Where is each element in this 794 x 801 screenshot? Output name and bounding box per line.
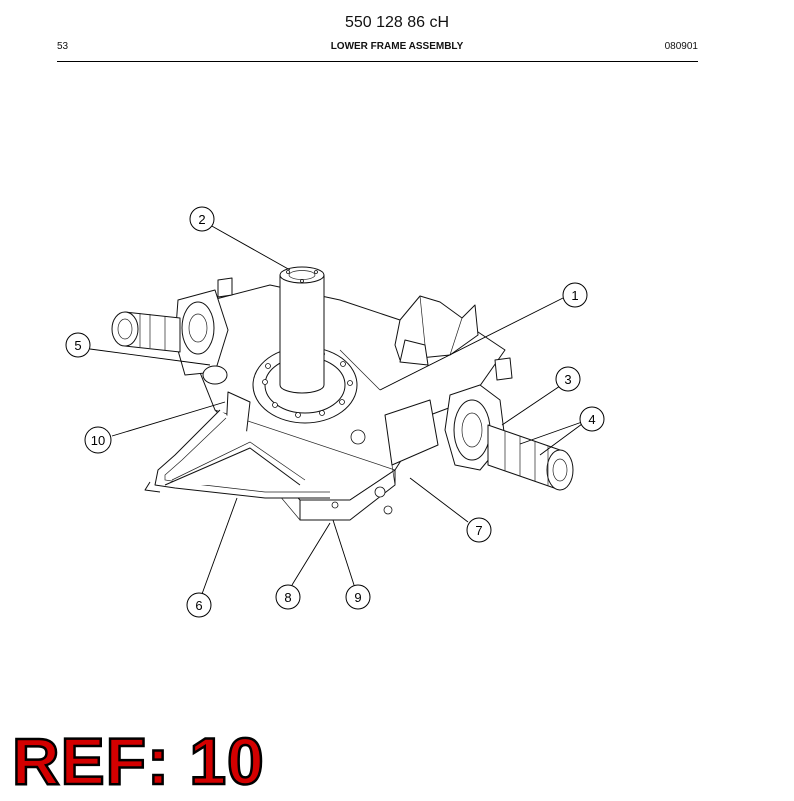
callout-label: 9 bbox=[354, 590, 361, 605]
right-axle bbox=[487, 424, 574, 491]
callout-label: 4 bbox=[588, 412, 595, 427]
header-divider bbox=[57, 61, 698, 62]
callout-10: 10 bbox=[84, 426, 112, 454]
callout-label: 8 bbox=[284, 590, 291, 605]
callout-label: 2 bbox=[198, 212, 205, 227]
callout-2: 2 bbox=[189, 206, 215, 232]
callout-label: 6 bbox=[195, 598, 202, 613]
callout-1: 1 bbox=[562, 282, 588, 308]
rear-bracket bbox=[394, 295, 479, 366]
page-number: 53 bbox=[57, 41, 69, 52]
reference-label: REF: 10 bbox=[11, 724, 265, 798]
callout-7: 7 bbox=[466, 517, 492, 543]
callout-label: 10 bbox=[91, 433, 105, 448]
leader-lines bbox=[89, 224, 583, 595]
callout-label: 1 bbox=[571, 288, 578, 303]
callout-9: 9 bbox=[345, 584, 371, 610]
callout-label: 5 bbox=[74, 338, 81, 353]
page-title: LOWER FRAME ASSEMBLY bbox=[330, 41, 464, 52]
date-code: 080901 bbox=[664, 41, 698, 52]
left-axle bbox=[111, 311, 181, 353]
callout-6: 6 bbox=[186, 592, 212, 618]
callout-label: 3 bbox=[564, 372, 571, 387]
callout-label: 7 bbox=[475, 523, 482, 538]
left-hub-assembly bbox=[174, 277, 233, 385]
tow-frame bbox=[144, 409, 330, 499]
callout-4: 4 bbox=[579, 406, 605, 432]
document-number: 550 128 86 cH bbox=[344, 14, 450, 31]
callout-3: 3 bbox=[555, 366, 581, 392]
callout-8: 8 bbox=[275, 584, 301, 610]
callout-5: 5 bbox=[65, 332, 91, 358]
center-column bbox=[279, 266, 325, 394]
